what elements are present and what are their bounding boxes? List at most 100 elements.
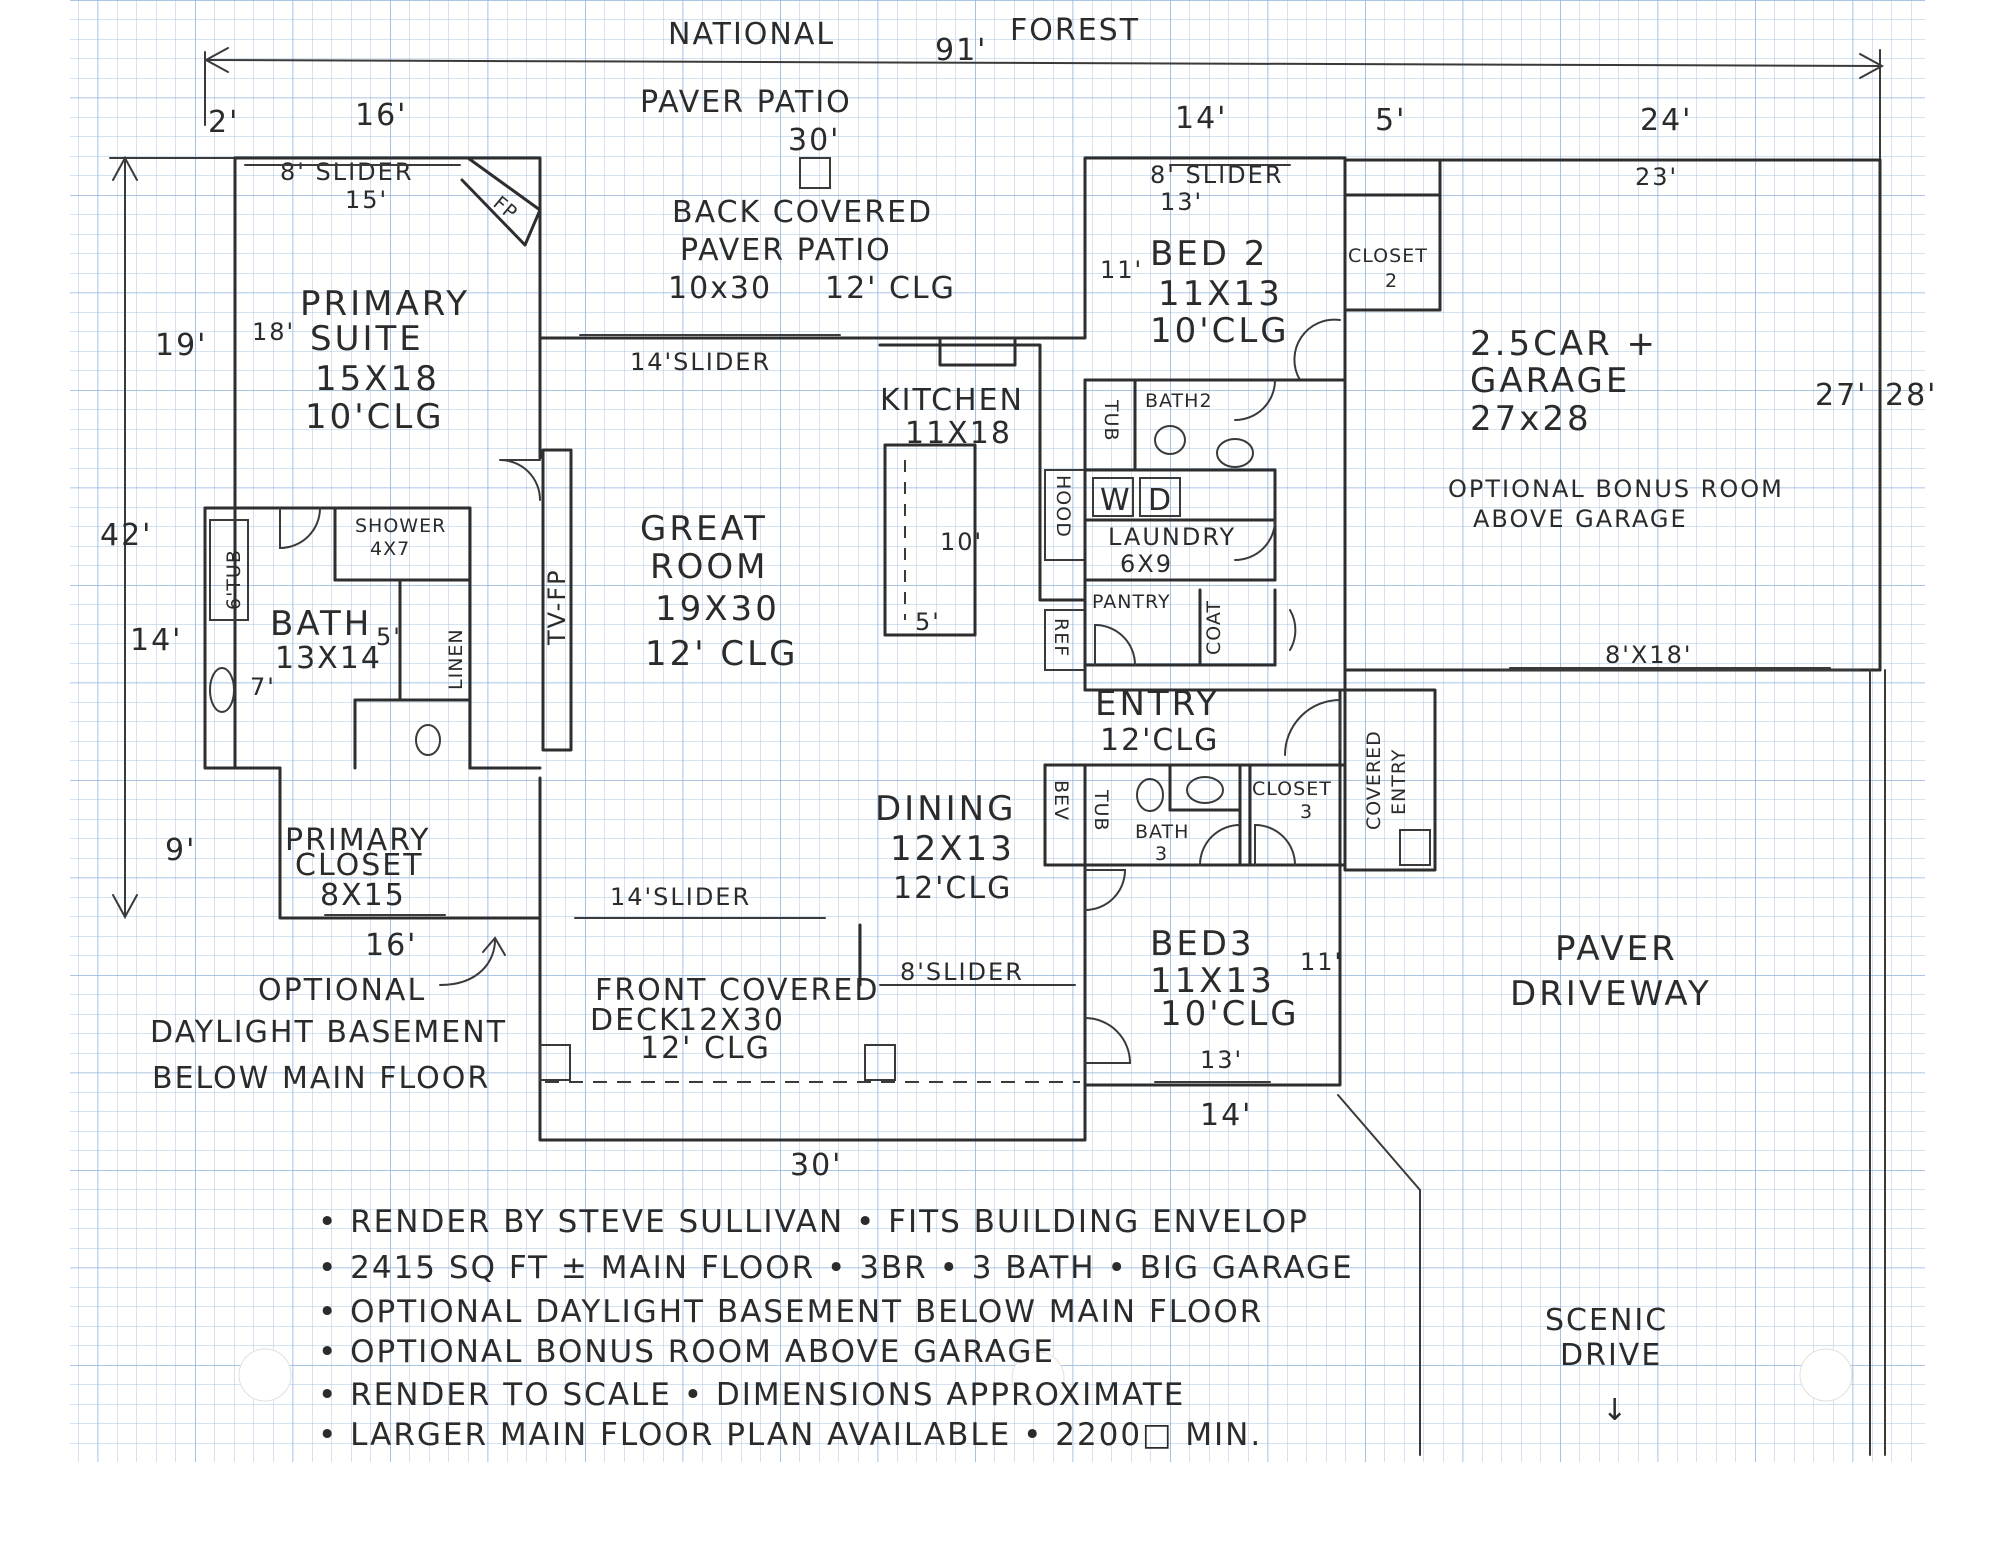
patio-clg: 12' CLG bbox=[825, 271, 956, 306]
patio-size: 10x30 bbox=[668, 271, 772, 306]
slider-14-top-label: 14'SLIDER bbox=[630, 348, 771, 376]
bed2-slider-width: 13' bbox=[1160, 188, 1203, 216]
paver-patio-label: PAVER PATIO bbox=[640, 85, 852, 120]
tub-fixture bbox=[209, 667, 235, 713]
bath3-door[interactable] bbox=[1199, 824, 1241, 866]
basement-label-1: OPTIONAL bbox=[258, 973, 426, 1008]
bath2-door[interactable] bbox=[1234, 379, 1276, 421]
dim-42ft: 42' bbox=[100, 518, 152, 553]
bed2-size: 11X13 bbox=[1158, 274, 1283, 314]
binder-hole-right bbox=[1799, 1348, 1853, 1402]
primary-slider-label: 8' SLIDER bbox=[280, 158, 414, 186]
kitchen-size: 11X18 bbox=[905, 416, 1012, 451]
garage-size: 27x28 bbox=[1470, 399, 1592, 439]
bed3-door[interactable] bbox=[1084, 869, 1127, 911]
dining-size: 12X13 bbox=[890, 829, 1015, 869]
dim-7ft: 7' bbox=[250, 673, 276, 701]
driveway-label-1: PAVER bbox=[1555, 929, 1678, 969]
coat-door[interactable] bbox=[1289, 609, 1297, 651]
primary-bath-door[interactable] bbox=[499, 459, 541, 501]
dim-14ft-left: 14' bbox=[130, 623, 182, 658]
covered-entry-post bbox=[1399, 829, 1431, 866]
closet3-door[interactable] bbox=[1254, 823, 1296, 866]
dim-5ft-island: 5' bbox=[915, 608, 941, 636]
bed3-door-2[interactable] bbox=[1084, 1017, 1132, 1064]
paper-edge-left bbox=[0, 0, 70, 1543]
shower-label: SHOWER bbox=[355, 515, 446, 537]
primary-bath-door-2[interactable] bbox=[279, 507, 321, 550]
primary-bath-walls bbox=[203, 506, 472, 770]
bath3-number: 3 bbox=[1155, 843, 1168, 865]
bath2-label: BATH2 bbox=[1145, 390, 1213, 412]
covered-entry-label-1: COVERED bbox=[1363, 730, 1385, 830]
binder-hole-left bbox=[238, 1348, 292, 1402]
bath2-laundry-walls bbox=[1083, 378, 1347, 692]
closet3-label: CLOSET bbox=[1252, 778, 1332, 800]
bed2-door[interactable] bbox=[1293, 318, 1341, 381]
bed3-clg: 10'CLG bbox=[1160, 994, 1300, 1034]
laundry-door[interactable] bbox=[1234, 519, 1276, 561]
dim-13ft: 13' bbox=[1200, 1046, 1243, 1074]
washer-label: W bbox=[1100, 483, 1132, 518]
pantry-door[interactable] bbox=[1094, 623, 1136, 666]
primary-clg: 10'CLG bbox=[305, 397, 445, 437]
driveway-label-2: DRIVEWAY bbox=[1510, 974, 1712, 1014]
dim-9ft: 9' bbox=[165, 833, 196, 868]
closet3-number: 3 bbox=[1300, 801, 1313, 823]
covered-entry-outline bbox=[1343, 688, 1437, 872]
south-arrow: ↓ bbox=[1602, 1393, 1629, 1428]
great-room-clg: 12' CLG bbox=[645, 634, 798, 674]
deck-size: 12X30 bbox=[678, 1003, 785, 1038]
entry-door[interactable] bbox=[1284, 699, 1341, 756]
deck-post-1 bbox=[539, 1044, 571, 1081]
dining-clg: 12'CLG bbox=[893, 871, 1012, 906]
dim-30ft-bottom: 30' bbox=[790, 1148, 842, 1183]
tub3-label: TUB bbox=[1090, 789, 1112, 832]
dim-2ft: 2' bbox=[208, 105, 239, 140]
tv-fireplace bbox=[541, 448, 573, 752]
primary-label-2: SUITE bbox=[310, 319, 424, 359]
note-line-6: • LARGER MAIN FLOOR PLAN AVAILABLE • 220… bbox=[318, 1417, 1262, 1453]
bath-label: BATH bbox=[270, 604, 372, 644]
deck-label-1: FRONT COVERED bbox=[595, 973, 879, 1008]
paver-patio-width: 30' bbox=[788, 123, 840, 158]
north-label-2: FOREST bbox=[1010, 13, 1140, 48]
dim-16ft-top: 16' bbox=[355, 98, 407, 133]
dim-14ft-top: 14' bbox=[1175, 101, 1227, 136]
closet-2-number: 2 bbox=[1385, 270, 1398, 292]
primary-label-1: PRIMARY bbox=[300, 284, 470, 324]
basement-label-3: BELOW MAIN FLOOR bbox=[152, 1061, 490, 1096]
note-line-1: • RENDER BY STEVE SULLIVAN • FITS BUILDI… bbox=[318, 1204, 1309, 1240]
paper-edge-bottom bbox=[0, 1462, 2000, 1543]
deck-label-2: DECK bbox=[590, 1003, 681, 1038]
garage-door-label: 8'X18' bbox=[1605, 641, 1692, 669]
drive-label: DRIVE bbox=[1560, 1338, 1662, 1373]
pantry-label: PANTRY bbox=[1092, 591, 1171, 613]
ref-label: REF bbox=[1050, 618, 1072, 657]
notes-block: • RENDER BY STEVE SULLIVAN • FITS BUILDI… bbox=[318, 1204, 1352, 1453]
laundry-label: LAUNDRY bbox=[1108, 523, 1236, 551]
linen-label: LINEN bbox=[445, 628, 467, 690]
dryer-label: D bbox=[1148, 483, 1173, 518]
basement-label-2: DAYLIGHT BASEMENT bbox=[150, 1015, 507, 1050]
primary-size: 15X18 bbox=[315, 359, 440, 399]
shower-size: 4X7 bbox=[370, 538, 410, 560]
dim-23ft: 23' bbox=[1635, 163, 1678, 191]
great-room-size: 19X30 bbox=[655, 589, 780, 629]
basement-arrow bbox=[439, 936, 506, 986]
hood-label: HOOD bbox=[1052, 475, 1074, 538]
bath3-label: BATH bbox=[1135, 821, 1189, 843]
note-line-5: • RENDER TO SCALE • DIMENSIONS APPROXIMA… bbox=[318, 1377, 1185, 1413]
tub6-label: 6'TUB bbox=[223, 549, 245, 610]
tub-bath2-label: TUB bbox=[1100, 399, 1122, 442]
primary-slider-width: 15' bbox=[345, 186, 388, 214]
great-room-label-2: ROOM bbox=[650, 547, 768, 587]
entry-clg: 12'CLG bbox=[1100, 723, 1219, 758]
dim-27ft: 27' bbox=[1815, 378, 1867, 413]
deck-post-2 bbox=[864, 1044, 896, 1081]
primary-closet-size: 8X15 bbox=[320, 878, 406, 913]
bed2-label: BED 2 bbox=[1150, 234, 1268, 274]
left-dimension-line bbox=[109, 155, 236, 920]
dim-14ft-bottom: 14' bbox=[1200, 1098, 1252, 1133]
